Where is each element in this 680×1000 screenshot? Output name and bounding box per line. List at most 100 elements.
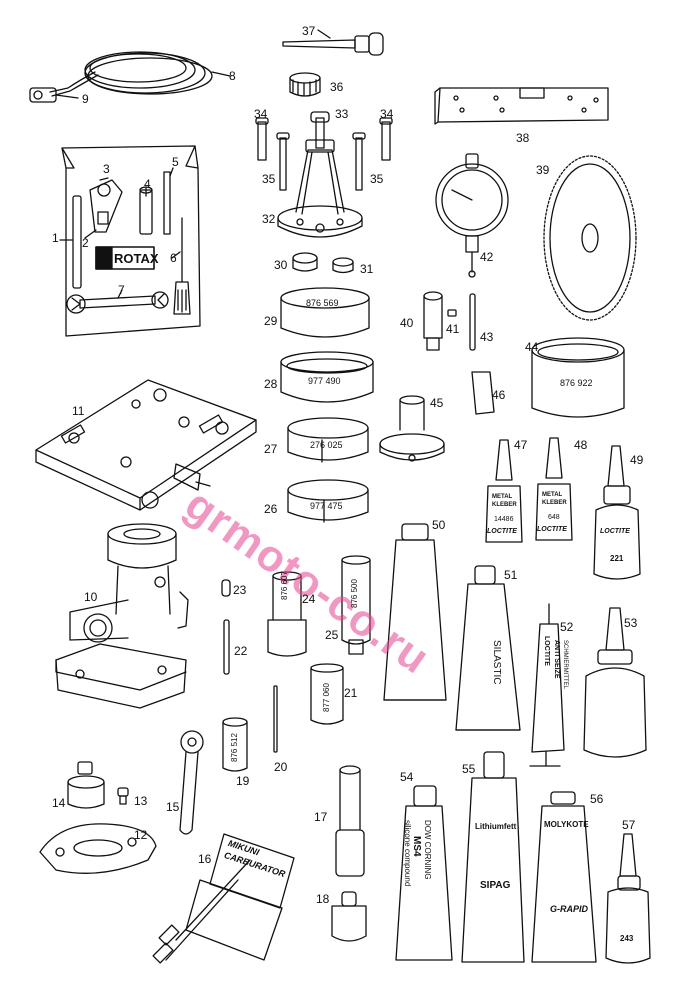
part-12-holder — [39, 823, 157, 874]
callout-27: 27 — [264, 442, 278, 456]
part-41-screw — [447, 309, 457, 317]
label-47-brand: LOCTITE — [487, 528, 517, 535]
label-52-line1: LOCTITE — [543, 636, 550, 666]
callout-45: 45 — [430, 396, 444, 410]
label-part-26: 977 475 — [310, 501, 343, 511]
label-47-line1: METAL — [492, 494, 513, 500]
part-39-cutting-disc — [543, 155, 637, 321]
label-part-25: 876 500 — [350, 579, 359, 608]
label-49-num: 221 — [610, 554, 624, 563]
part-48-loctite — [535, 437, 573, 541]
part-10-stand — [55, 523, 189, 709]
callout-37: 37 — [302, 24, 316, 38]
callout-25: 25 — [325, 628, 339, 642]
label-48-brand: LOCTITE — [537, 526, 567, 533]
callout-5: 5 — [172, 155, 179, 169]
part-21-tool — [310, 663, 344, 725]
callout-28: 28 — [264, 377, 278, 391]
label-54-line2: MS4 — [411, 836, 422, 857]
part-24-tool — [267, 571, 307, 657]
callout-40: 40 — [400, 316, 414, 330]
callout-31: 31 — [360, 262, 374, 276]
callout-21: 21 — [344, 686, 358, 700]
part-9-clamp — [29, 87, 79, 103]
part-13-screw — [117, 787, 129, 805]
label-47-line3: 14486 — [494, 516, 514, 523]
label-48-line2: KLEBER — [542, 500, 567, 506]
part-26-split-ring — [287, 479, 369, 523]
part-52-syringe — [529, 603, 565, 767]
label-part-51: SILASTIC — [491, 640, 502, 685]
label-55-line2: SIPAG — [480, 880, 511, 891]
part-54-tube — [395, 785, 453, 961]
callout-51: 51 — [504, 568, 518, 582]
part-37-drift-pin — [282, 32, 384, 56]
part-53-bottle — [583, 607, 647, 758]
callout-53: 53 — [624, 616, 638, 630]
part-55-tube — [461, 751, 525, 963]
part-43-pin — [469, 293, 476, 351]
label-part-24: 876 607 — [280, 571, 289, 600]
callout-15: 15 — [166, 800, 180, 814]
part-40-adapter — [423, 291, 443, 351]
part-50-tube — [383, 523, 447, 701]
callout-46: 46 — [492, 388, 506, 402]
part-56-tube — [531, 791, 597, 963]
part-51-tube — [455, 565, 521, 731]
label-55-line1: Lithiumfett — [475, 822, 517, 831]
part-19-tool — [222, 717, 248, 772]
callout-26: 26 — [264, 502, 278, 516]
label-part-27: 276 025 — [310, 440, 343, 450]
callout-8: 8 — [229, 69, 236, 83]
callout-30: 30 — [274, 258, 288, 272]
callout-57: 57 — [622, 818, 636, 832]
label-47-line2: KLEBER — [492, 502, 517, 508]
callout-20: 20 — [274, 760, 288, 774]
part-22-pin — [223, 619, 230, 675]
label-52-line2: ANTI SEIZE — [553, 640, 560, 679]
part-35-bolts — [276, 132, 366, 191]
callout-41: 41 — [446, 322, 460, 336]
callout-33: 33 — [335, 107, 349, 121]
callout-55: 55 — [462, 762, 476, 776]
part-15-wrench — [179, 730, 204, 835]
callout-39: 39 — [536, 163, 550, 177]
label-54-line3: silicone compound — [403, 820, 412, 887]
part-42-dial-gauge — [435, 153, 509, 278]
callout-4: 4 — [144, 177, 151, 191]
callout-24: 24 — [302, 592, 316, 606]
label-part-44: 876 922 — [560, 378, 593, 388]
callout-2: 2 — [82, 236, 89, 250]
callout-29: 29 — [264, 314, 278, 328]
part-29-ring — [280, 287, 370, 338]
label-48-line1: METAL — [542, 492, 563, 498]
part-28-ring — [280, 351, 374, 403]
label-57-num: 243 — [620, 934, 634, 943]
part-49-loctite — [593, 445, 641, 580]
part-8-cable — [49, 51, 213, 97]
callout-49: 49 — [630, 453, 644, 467]
callout-35-left: 35 — [262, 172, 276, 186]
callout-18: 18 — [316, 892, 330, 906]
part-44-ring — [531, 337, 625, 418]
part-14-puller — [67, 761, 105, 809]
part-11-mounting-plate — [35, 379, 257, 511]
label-48-line3: 648 — [548, 514, 560, 521]
callout-50: 50 — [432, 518, 446, 532]
callout-42: 42 — [480, 250, 494, 264]
callout-14: 14 — [52, 796, 66, 810]
callout-9: 9 — [82, 92, 89, 106]
part-20-pin — [273, 685, 278, 753]
label-56-line2: G-RAPID — [550, 904, 588, 914]
callout-1: 1 — [52, 231, 59, 245]
label-49-brand: LOCTITE — [600, 528, 630, 535]
part-46-gauge-plate — [471, 371, 495, 415]
callout-48: 48 — [574, 438, 588, 452]
callout-7: 7 — [118, 283, 125, 297]
label-part-19: 876 512 — [230, 733, 239, 762]
part-34-bolts — [255, 117, 393, 161]
callout-3: 3 — [103, 162, 110, 176]
part-16-tool-roll — [152, 833, 295, 964]
callout-34-left: 34 — [254, 107, 268, 121]
